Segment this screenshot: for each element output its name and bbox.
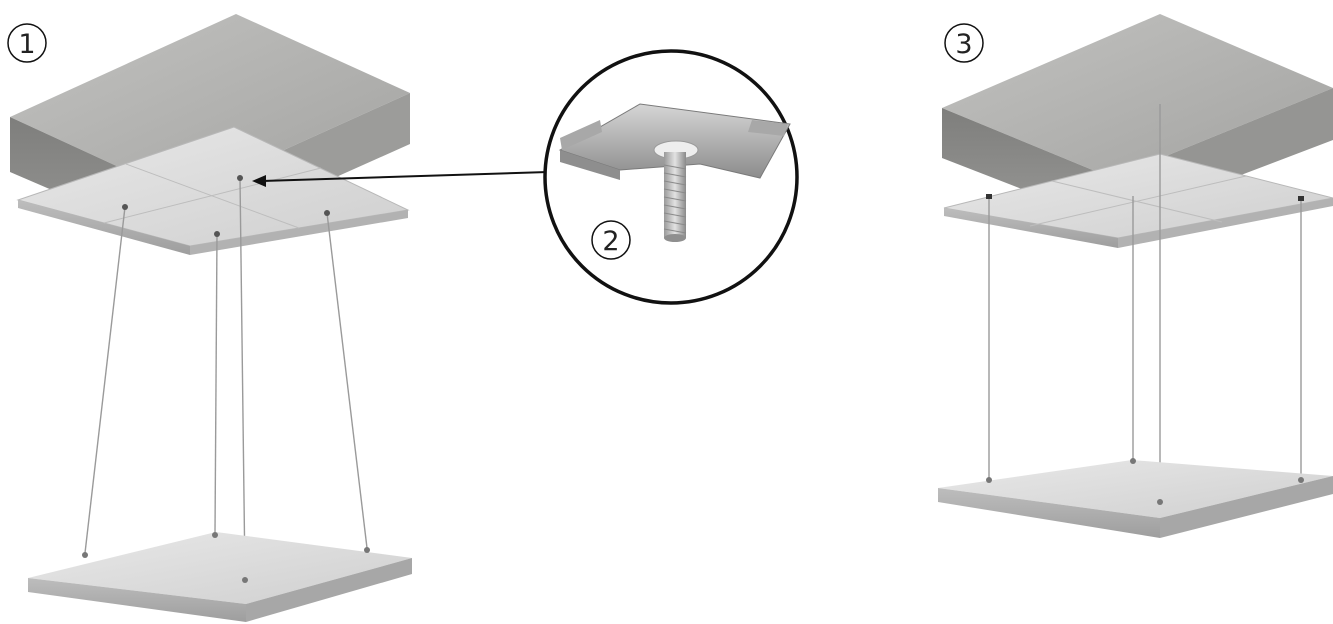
suspended-panel [938, 458, 1333, 538]
step-3-badge: 3 [944, 23, 984, 63]
anchor-points [122, 175, 330, 237]
detail-arrow [252, 171, 549, 187]
step-2-number: 2 [602, 226, 619, 257]
step-3-number: 3 [955, 29, 972, 60]
threaded-bolt [663, 152, 687, 242]
step-1-number: 1 [18, 29, 35, 60]
step-1-badge: 1 [7, 23, 47, 63]
step-2-badge: 2 [591, 220, 631, 260]
mounting-panel-upper [943, 153, 1333, 248]
step-3-illustration [938, 14, 1333, 538]
suspension-cables [84, 177, 368, 579]
step-2-detail: 2 [543, 49, 799, 305]
step-1-illustration [10, 14, 549, 622]
suspended-panel [28, 532, 412, 622]
suspension-cables [988, 104, 1302, 500]
mounting-panel-upper [16, 126, 410, 255]
